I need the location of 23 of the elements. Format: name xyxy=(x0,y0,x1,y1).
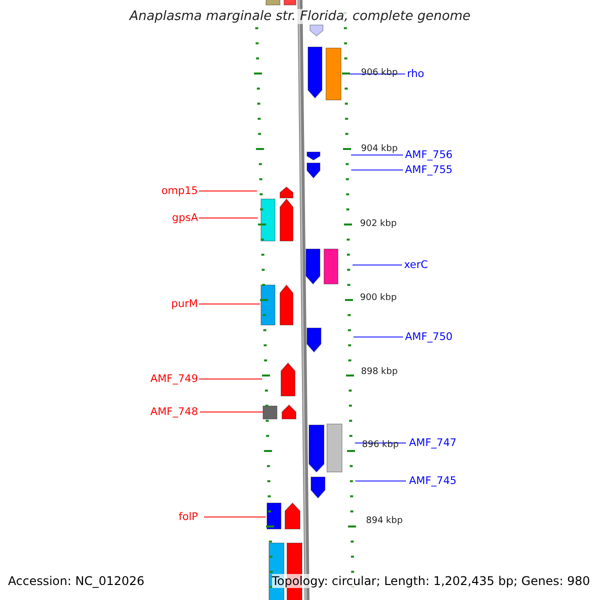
leader-line xyxy=(350,154,404,156)
gene-label: folP xyxy=(178,510,198,524)
scale-label: 894 kbp xyxy=(366,516,403,526)
gene-label: AMF_750 xyxy=(405,330,453,344)
leader-line xyxy=(353,336,404,338)
gene-label: gpsA xyxy=(172,211,198,225)
gene-label: purM xyxy=(171,297,198,311)
accession-note: Accession: NC_012026 xyxy=(8,574,144,588)
leader-line xyxy=(198,190,258,192)
gene-label: AMF_756 xyxy=(405,148,453,162)
gene-label: AMF_749 xyxy=(150,372,198,386)
gene-label: xerC xyxy=(404,258,428,272)
leader-line xyxy=(354,480,406,482)
gene-label: AMF_755 xyxy=(405,163,453,177)
gene-label: AMF_748 xyxy=(150,405,198,419)
leader-line xyxy=(352,264,402,266)
gene-label: AMF_747 xyxy=(409,436,457,450)
gene-label: omp15 xyxy=(161,184,198,198)
gene-label: rho xyxy=(407,67,424,81)
leader-line xyxy=(198,378,263,380)
leader-line xyxy=(204,516,266,518)
gene-label: AMF_745 xyxy=(409,474,457,488)
scale-label: 904 kbp xyxy=(361,144,398,154)
